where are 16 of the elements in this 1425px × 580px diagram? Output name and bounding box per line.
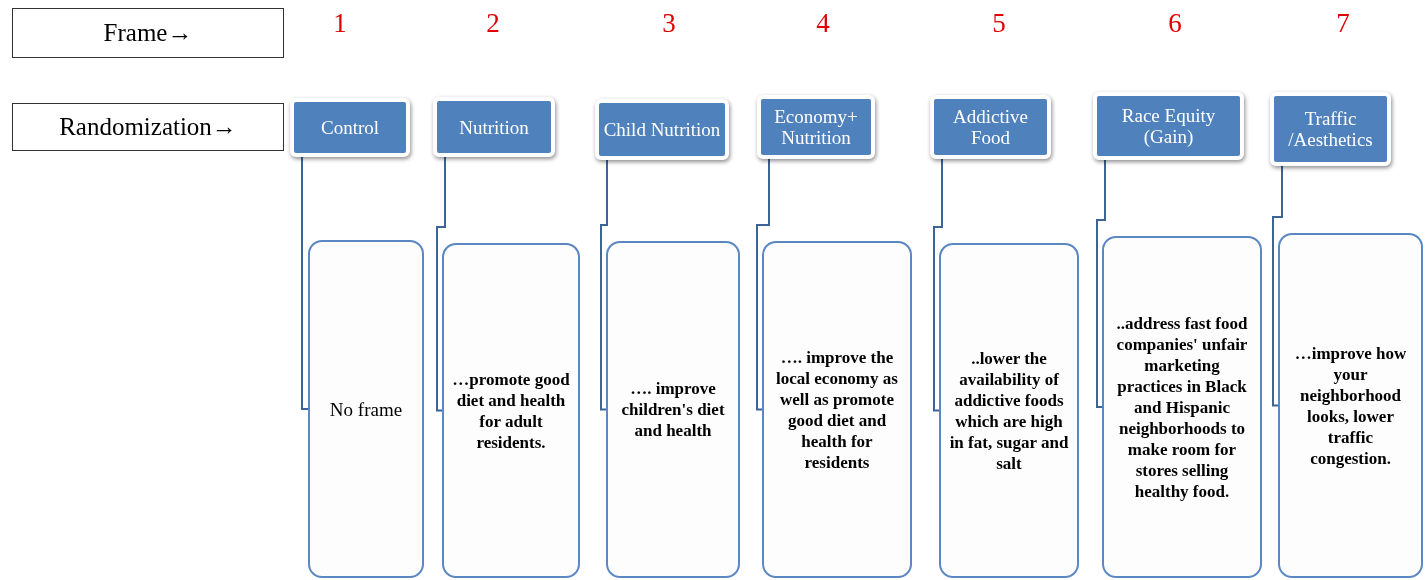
label-box: Frame→: [12, 8, 284, 58]
frame-number: 4: [816, 8, 830, 39]
frame-text-box: ..lower the availability of addictive foods which are high in fat, sugar and salt: [939, 243, 1079, 578]
label-box: Randomization→: [12, 103, 284, 151]
frame-text-box: ..address fast food companies' unfair marketing practices in Black and Hispanic neighborhoods to make room for stores selling healthy food.: [1102, 236, 1262, 578]
frame-number: 3: [662, 8, 676, 39]
frame-number: 2: [486, 8, 500, 39]
frame-number: 1: [333, 8, 347, 39]
frame-number: 5: [992, 8, 1006, 39]
frame-text-box: …promote good diet and health for adult residents.: [442, 243, 580, 578]
frame-text-box: …improve how your neighborhood looks, lower traffic congestion.: [1278, 233, 1423, 578]
frame-text-box: …. improve the local economy as well as promote good diet and health for residents: [762, 241, 912, 578]
frame-number: 7: [1336, 8, 1350, 39]
frame-text-box: No frame: [308, 240, 424, 578]
frame-number: 6: [1168, 8, 1182, 39]
frame-text-box: …. improve children's diet and health: [606, 241, 740, 578]
